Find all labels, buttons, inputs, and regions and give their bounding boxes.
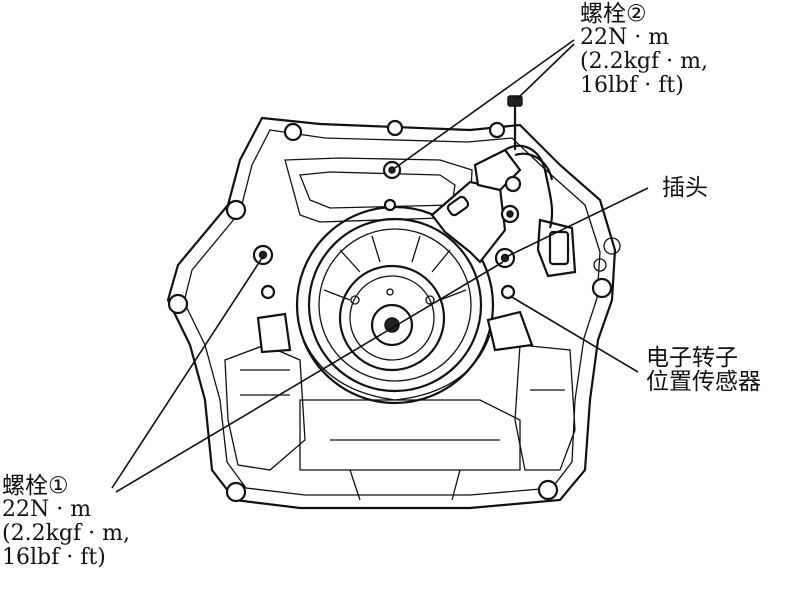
sensor-label: 电子转子 位置传感器 xyxy=(646,346,761,394)
bolt2-torque-nm: 22N · m xyxy=(580,25,670,50)
engine-housing xyxy=(166,116,621,510)
sensor-line2: 位置传感器 xyxy=(646,369,761,395)
plug-name: 插头 xyxy=(662,175,708,201)
bolt2-torque-lbf: 16lbf · ft) xyxy=(580,73,684,98)
bolt2-name: 螺栓② xyxy=(580,1,647,27)
bolt1-torque-nm: 22N · m xyxy=(2,497,92,522)
sensor-line1: 电子转子 xyxy=(646,345,738,371)
plug-label: 插头 xyxy=(662,176,708,200)
bolt1-name: 螺栓① xyxy=(2,473,69,499)
bolt1-torque-lbf: 16lbf · ft) xyxy=(2,545,106,570)
bolt1-torque-kgf: (2.2kgf · m, xyxy=(2,521,130,546)
bolt2-label: 螺栓② 22N · m (2.2kgf · m, 16lbf · ft) xyxy=(580,2,708,98)
leader-lines xyxy=(111,39,649,493)
sensor-bracket xyxy=(383,95,577,352)
bolt2-torque-kgf: (2.2kgf · m, xyxy=(580,49,708,74)
bolt1-label: 螺栓① 22N · m (2.2kgf · m, 16lbf · ft) xyxy=(2,474,130,570)
bolts xyxy=(252,160,402,354)
